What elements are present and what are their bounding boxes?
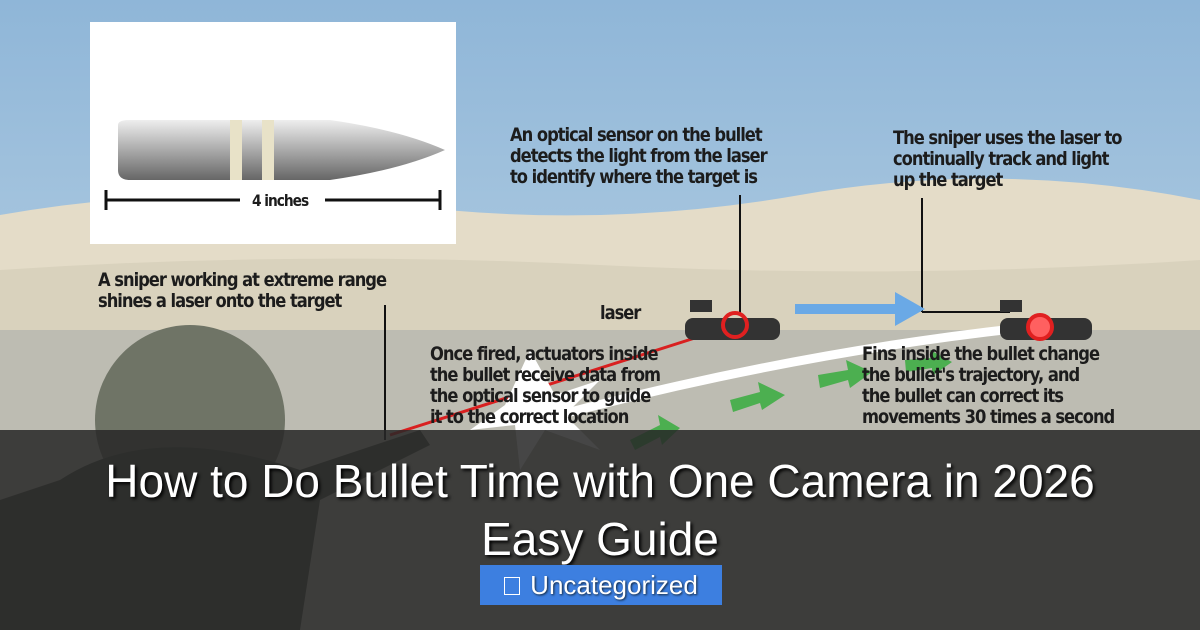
callout-fins: Fins inside the bullet change the bullet… bbox=[862, 343, 1115, 428]
bullet-size-label: 4 inches bbox=[252, 191, 309, 210]
post-title[interactable]: How to Do Bullet Time with One Camera in… bbox=[105, 455, 1095, 565]
category-badge[interactable]: Uncategorized bbox=[480, 565, 722, 605]
callout-actuators: Once fired, actuators inside the bullet … bbox=[430, 343, 661, 428]
callout-sniper: A sniper working at extreme range shines… bbox=[98, 269, 387, 312]
laser-label: laser bbox=[600, 302, 641, 324]
callout-sensor: An optical sensor on the bullet detects … bbox=[510, 124, 768, 188]
callout-track: The sniper uses the laser to continually… bbox=[893, 127, 1122, 191]
folder-icon bbox=[504, 577, 521, 595]
category-label: Uncategorized bbox=[530, 570, 698, 600]
